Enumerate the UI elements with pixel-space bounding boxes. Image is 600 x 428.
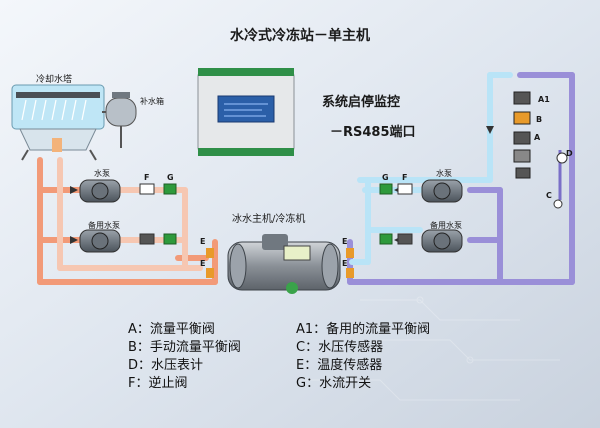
pressure-sensor-icon [553, 199, 563, 209]
flow-switch-chilled-icon [379, 183, 393, 195]
makeup-tank-label: 补水箱 [140, 96, 164, 106]
check-valve-standby-icon [139, 233, 155, 245]
legend-g: G：水流开关 [296, 376, 371, 391]
tag-e-left-upper: E [200, 237, 205, 246]
tag-e-right-upper: E [342, 237, 347, 246]
tag-c: C [546, 191, 552, 200]
legend-f: F：逆止阀 [128, 375, 187, 391]
condenser-pump [79, 179, 121, 203]
legend-c: C：水压传感器 [296, 339, 383, 355]
check-valve-chilled-icon [397, 183, 413, 195]
legend: A：流量平衡阀 B：手动流量平衡阀 D：水压表计 F：逆止阀 A1：备用的流量平… [128, 321, 430, 391]
tag-d: D [566, 149, 573, 158]
rs485-label: －RS485端口 [330, 124, 416, 140]
tag-a1: A1 [538, 95, 550, 104]
tag-g-right: G [382, 173, 389, 182]
cooling-tower [11, 84, 105, 161]
legend-b: B：手动流量平衡阀 [128, 340, 241, 355]
tag-f-left: F [144, 173, 149, 182]
check-valve-icon [139, 183, 155, 195]
legend-d: D：水压表计 [128, 358, 203, 373]
balancing-valve-stack [513, 91, 531, 179]
controller-label: 系统启停监控 [322, 94, 400, 110]
tag-e-left-lower: E [200, 259, 205, 268]
chiller-unit [227, 234, 341, 294]
temp-sensor-left-lower-icon [206, 268, 214, 278]
chilled-pump-label: 水泵 [436, 168, 452, 178]
temp-sensor-right-upper-icon [346, 248, 354, 258]
legend-a: A：流量平衡阀 [128, 322, 215, 337]
tag-b: B [536, 115, 542, 124]
flow-switch-standby-icon [163, 233, 177, 245]
tag-e-right-lower: E [342, 259, 347, 268]
chiller-label: 冰水主机/冷冻机 [232, 212, 305, 225]
condenser-standby-pump [79, 229, 121, 253]
flow-switch-chilled-standby-icon [379, 233, 393, 245]
temp-sensor-left-upper-icon [206, 248, 214, 258]
tag-g-left: G [167, 173, 174, 182]
check-valve-chilled-standby-icon [397, 233, 413, 245]
legend-a1: A1：备用的流量平衡阀 [296, 321, 430, 337]
flow-switch-icon [163, 183, 177, 195]
tag-f-right: F [402, 173, 407, 182]
pressure-gauge-icon [556, 152, 568, 164]
plc-controller [197, 68, 295, 156]
legend-e: E：温度传感器 [296, 357, 382, 373]
makeup-water-tank [102, 92, 137, 148]
chilled-pump [421, 179, 463, 203]
cooling-tower-label: 冷却水塔 [36, 73, 72, 85]
diagram-title: 水冷式冷冻站－单主机 [230, 27, 370, 44]
condenser-pump-label: 水泵 [94, 168, 110, 178]
condenser-standby-pump-label: 备用水泵 [88, 220, 120, 230]
background-circuit-pattern [300, 296, 560, 401]
tag-a: A [534, 133, 541, 142]
temp-sensor-right-lower-icon [346, 268, 354, 278]
chilled-standby-pump [421, 229, 463, 253]
chilled-standby-pump-label: 备用水泵 [430, 220, 462, 230]
